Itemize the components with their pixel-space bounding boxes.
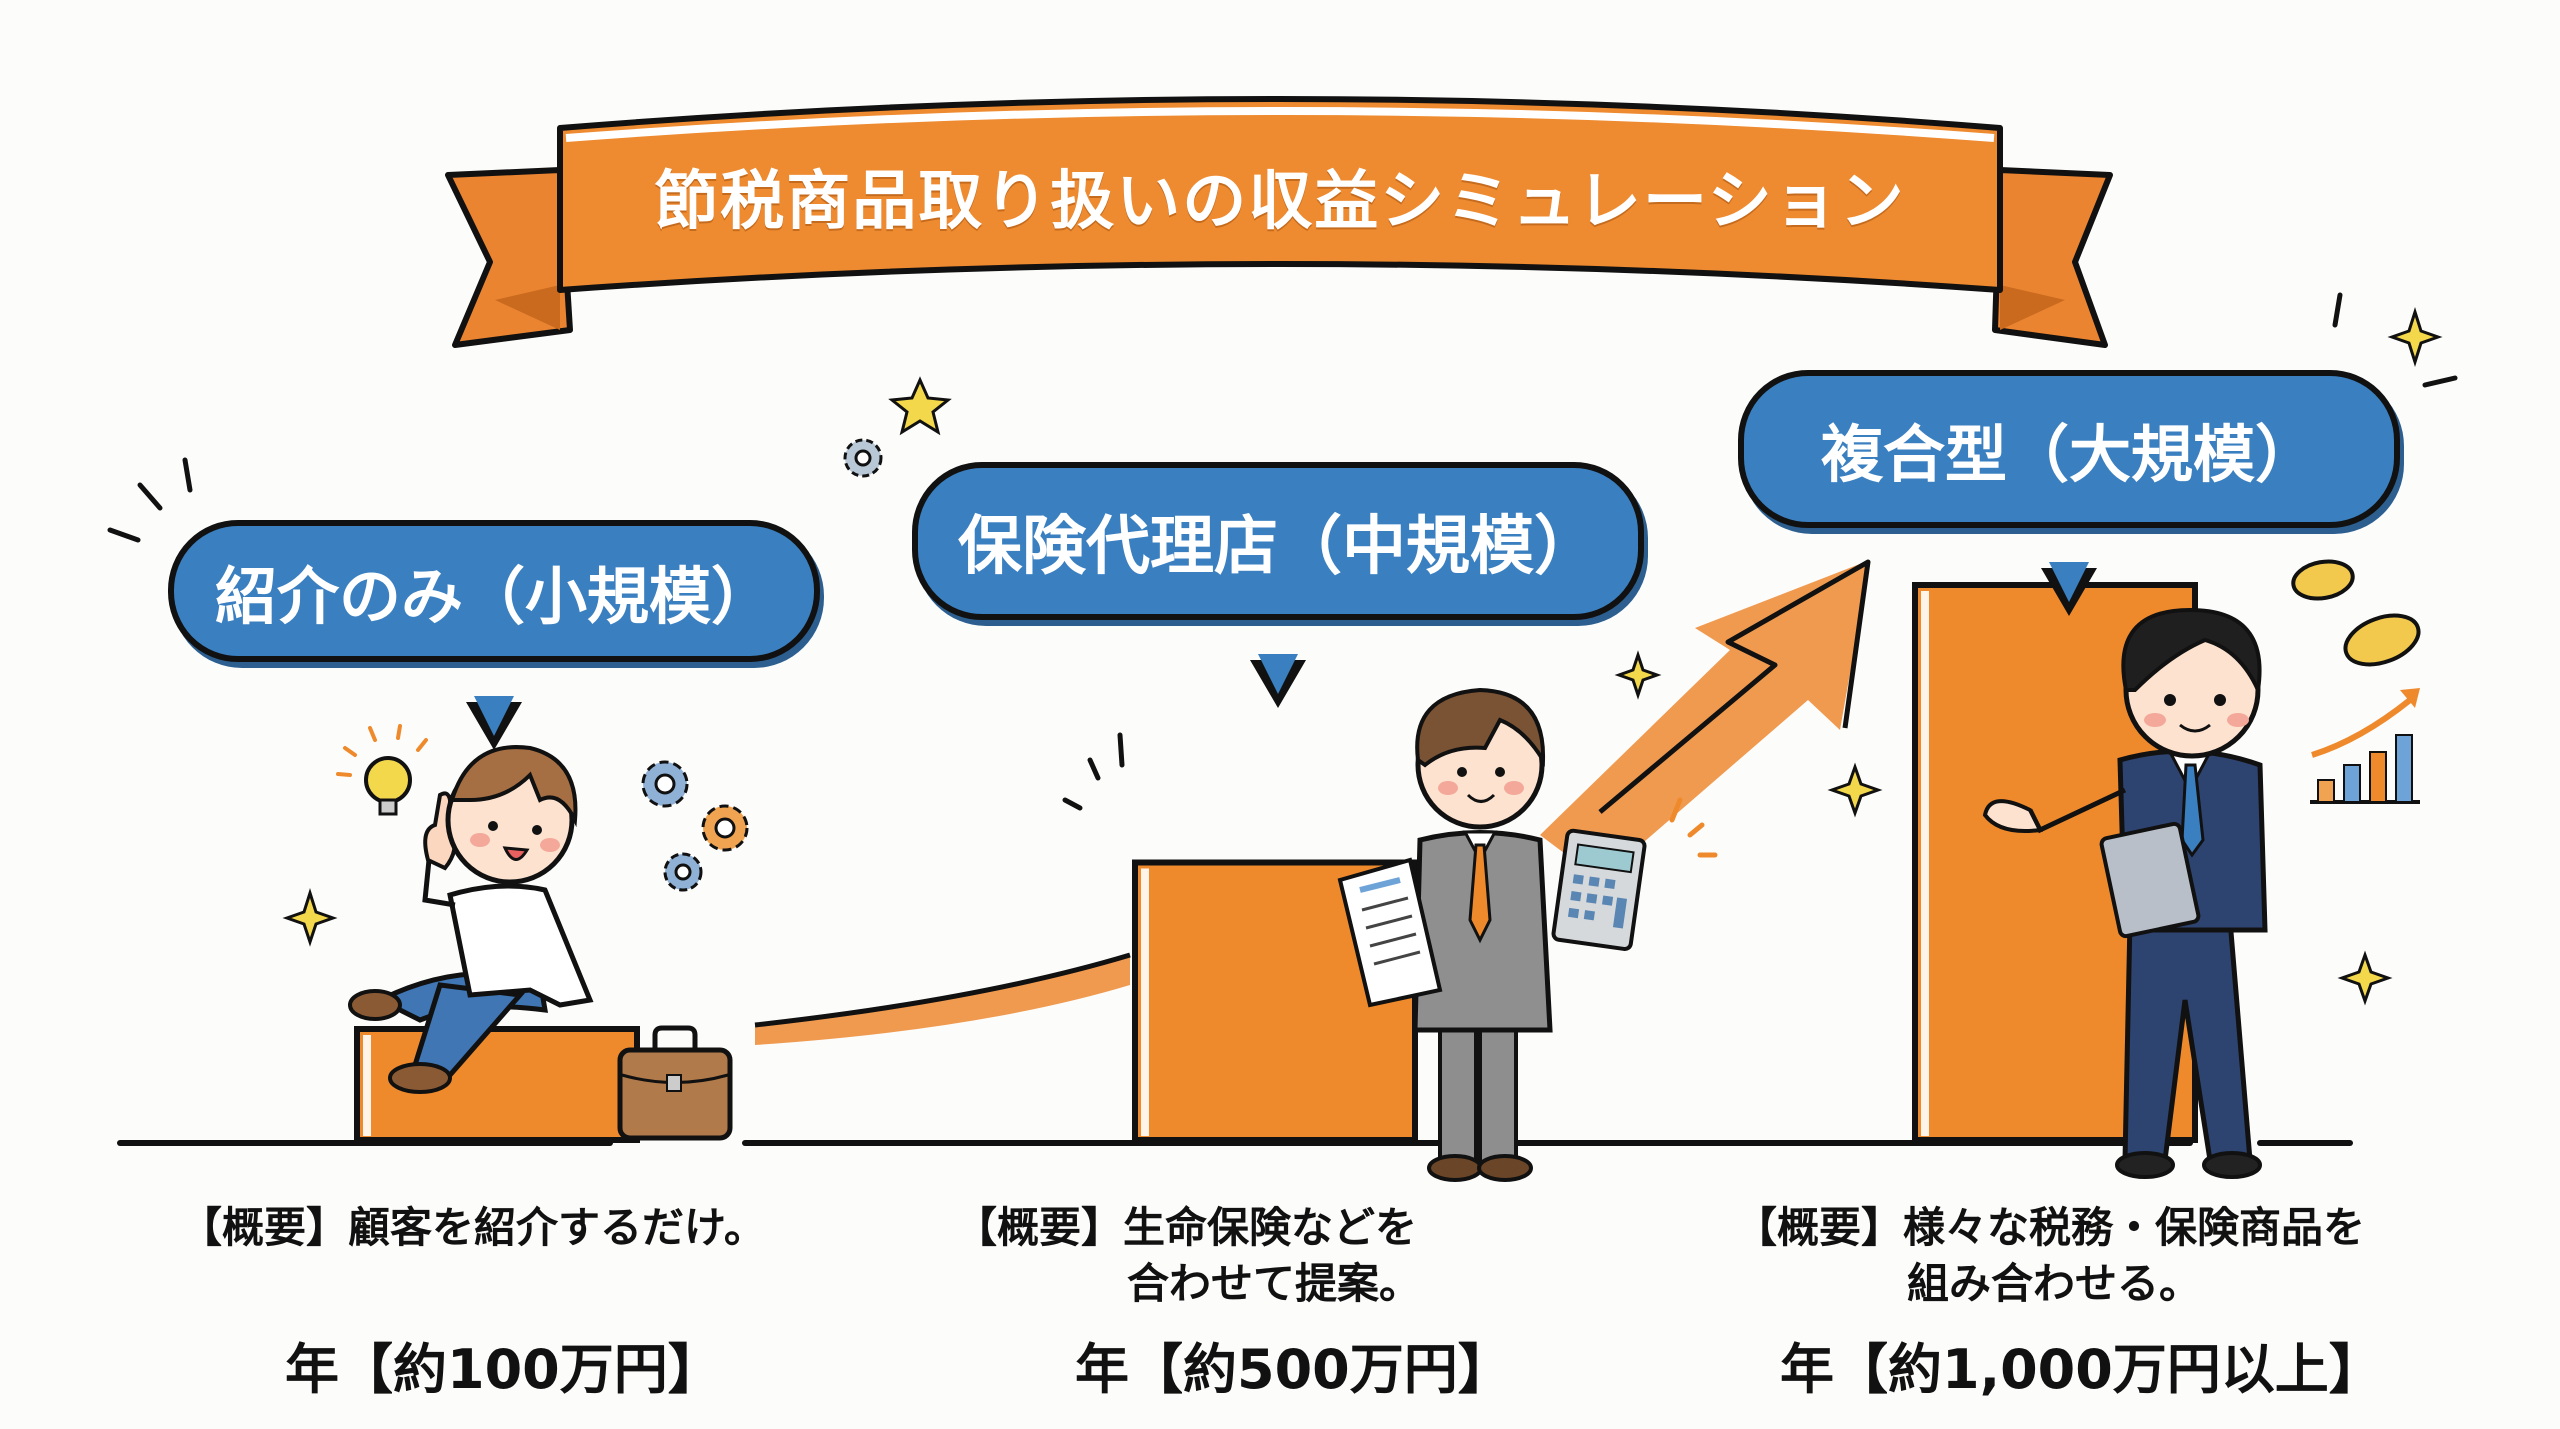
coin-icon: [2291, 559, 2421, 667]
summary-line-2: 組み合わせる。: [1907, 1259, 2202, 1308]
page-title: 節税商品取り扱いの収益シミュレーション: [654, 165, 1906, 239]
growth-arrow: [754, 559, 1871, 1045]
bar-medium-highlight: [1141, 868, 1149, 1136]
bar-large-highlight: [1921, 591, 1929, 1136]
summary-line-2: 合わせて提案。: [1127, 1259, 1422, 1308]
summary-tag: 【概要】: [955, 1203, 1124, 1252]
character-businessman-grey-suit: [1412, 687, 1553, 1182]
briefcase-icon: [617, 1025, 733, 1141]
summary-tag: 【概要】: [180, 1203, 349, 1252]
tier-revenue-small: 年【約100万円】: [285, 1338, 722, 1401]
tier-summary-medium: 【概要】生命保険などを 合わせて提案。: [955, 1200, 1421, 1312]
emphasis-lines-orange: [1669, 797, 1718, 858]
tier-label-text: 紹介のみ（小規模）: [214, 560, 773, 633]
gear-icon: [641, 760, 749, 892]
document-icon: [1337, 857, 1443, 1008]
tier-summary-large: 【概要】様々な税務・保険商品を 組み合わせる。: [1735, 1200, 2365, 1312]
tier-summary-small: 【概要】顧客を紹介するだけ。: [180, 1200, 766, 1256]
banner-band: [557, 96, 2003, 293]
tier-label-text: 複合型（大規模）: [1820, 418, 2317, 491]
tier-label-medium: 保険代理店（中規模）: [912, 462, 1644, 708]
summary-line: 生命保険などを: [1123, 1203, 1418, 1252]
character-casual-young-man: [348, 745, 594, 1094]
tier-revenue-large: 年【約1,000万円以上】: [1780, 1338, 2383, 1401]
summary-line: 顧客を紹介するだけ。: [348, 1203, 766, 1252]
lightbulb-icon: [336, 724, 428, 816]
sparkle-icon: [282, 307, 2443, 1006]
summary-line: 様々な税務・保険商品を: [1903, 1203, 2366, 1252]
tier-label-small: 紹介のみ（小規模）: [168, 520, 820, 750]
character-businessman-navy-suit: [1982, 607, 2268, 1179]
gear-icon-small: [843, 438, 883, 478]
tier-label-text: 保険代理店（中規模）: [958, 510, 1598, 584]
tier-label-large: 複合型（大規模）: [1738, 370, 2400, 616]
star-icon: [888, 376, 952, 436]
emphasis-lines: [107, 292, 2458, 811]
bar-small-highlight: [363, 1035, 371, 1136]
title-banner: [445, 96, 2113, 348]
calculator-icon: [1551, 828, 1647, 951]
summary-tag: 【概要】: [1735, 1203, 1904, 1252]
tier-revenue-medium: 年【約500万円】: [1075, 1338, 1512, 1401]
growth-chart-icon: [2310, 688, 2420, 804]
